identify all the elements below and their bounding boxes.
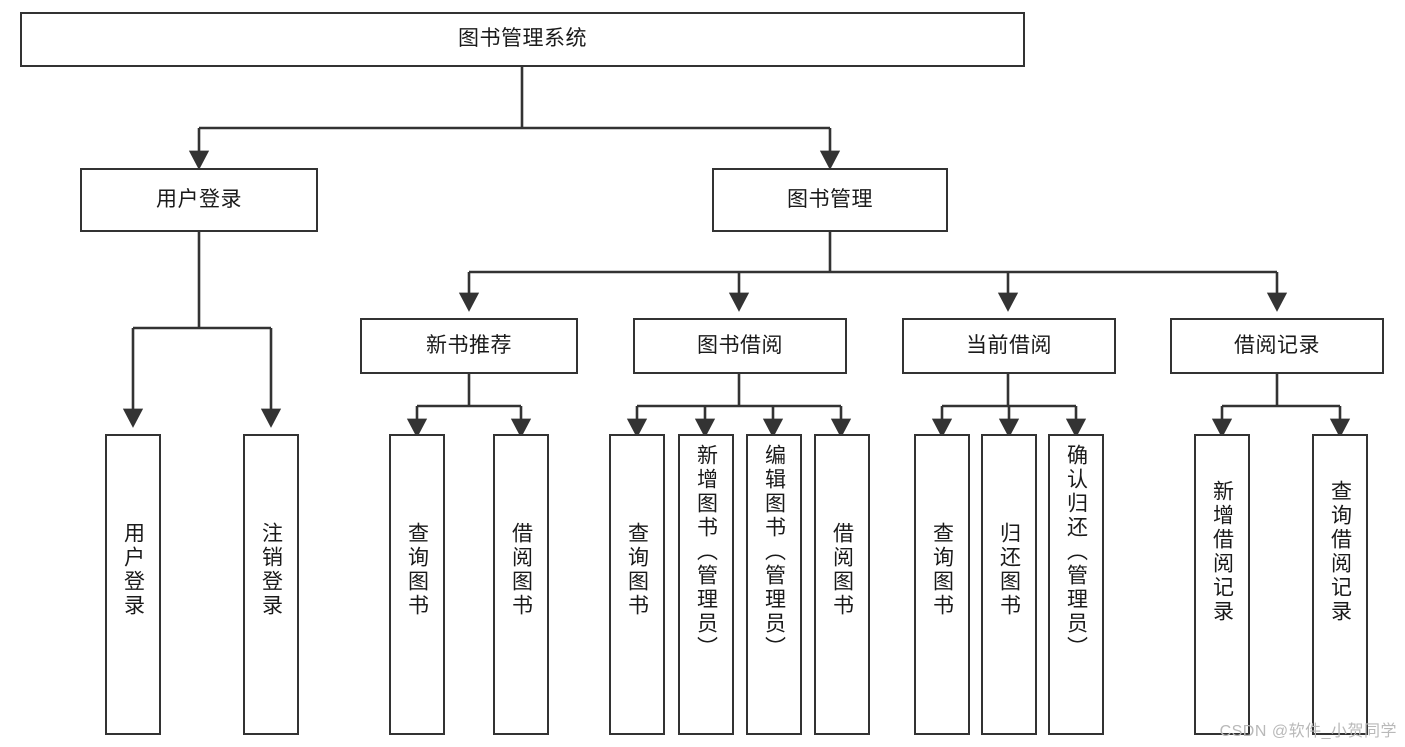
node-book-manage-label: 图书管理 (787, 187, 873, 211)
node-current-borrow[interactable]: 当前借阅 (902, 318, 1116, 374)
node-leaf-confirm-return-label: 确认归还（管理员） (1064, 444, 1088, 660)
node-leaf-query-book-3-label: 查询图书 (930, 522, 954, 618)
node-root[interactable]: 图书管理系统 (20, 12, 1025, 67)
node-root-label: 图书管理系统 (458, 27, 587, 51)
node-book-borrow[interactable]: 图书借阅 (633, 318, 847, 374)
node-book-borrow-label: 图书借阅 (697, 333, 783, 357)
node-leaf-user-login-label: 用户登录 (121, 522, 145, 618)
node-new-book-recommend[interactable]: 新书推荐 (360, 318, 578, 374)
node-leaf-edit-book[interactable]: 编辑图书（管理员） (746, 434, 802, 735)
node-leaf-logout[interactable]: 注销登录 (243, 434, 299, 735)
node-leaf-query-book-1-label: 查询图书 (405, 522, 429, 618)
node-new-book-recommend-label: 新书推荐 (426, 333, 512, 357)
node-leaf-logout-label: 注销登录 (259, 522, 283, 618)
node-borrow-record[interactable]: 借阅记录 (1170, 318, 1384, 374)
node-leaf-edit-book-label: 编辑图书（管理员） (762, 444, 786, 660)
node-leaf-query-book-3[interactable]: 查询图书 (914, 434, 970, 735)
csdn-watermark: CSDN @软件_小贺同学 (1219, 723, 1397, 740)
node-leaf-add-book-label: 新增图书（管理员） (694, 444, 718, 660)
node-leaf-borrow-book-1[interactable]: 借阅图书 (493, 434, 549, 735)
node-user-login-label: 用户登录 (156, 187, 242, 211)
node-leaf-confirm-return[interactable]: 确认归还（管理员） (1048, 434, 1104, 735)
node-leaf-query-book-1[interactable]: 查询图书 (389, 434, 445, 735)
node-leaf-user-login[interactable]: 用户登录 (105, 434, 161, 735)
node-leaf-return-book[interactable]: 归还图书 (981, 434, 1037, 735)
node-leaf-add-record[interactable]: 新增借阅记录 (1194, 434, 1250, 735)
node-leaf-borrow-book-2[interactable]: 借阅图书 (814, 434, 870, 735)
node-leaf-query-book-2[interactable]: 查询图书 (609, 434, 665, 735)
node-leaf-query-record[interactable]: 查询借阅记录 (1312, 434, 1368, 735)
node-leaf-return-book-label: 归还图书 (997, 522, 1021, 618)
node-leaf-borrow-book-2-label: 借阅图书 (830, 522, 854, 618)
node-leaf-add-book[interactable]: 新增图书（管理员） (678, 434, 734, 735)
node-leaf-query-book-2-label: 查询图书 (625, 522, 649, 618)
node-borrow-record-label: 借阅记录 (1234, 333, 1320, 357)
node-leaf-query-record-label: 查询借阅记录 (1328, 480, 1352, 624)
node-book-manage[interactable]: 图书管理 (712, 168, 948, 232)
node-leaf-borrow-book-1-label: 借阅图书 (509, 522, 533, 618)
node-user-login[interactable]: 用户登录 (80, 168, 318, 232)
node-leaf-add-record-label: 新增借阅记录 (1210, 480, 1234, 624)
node-current-borrow-label: 当前借阅 (966, 333, 1052, 357)
